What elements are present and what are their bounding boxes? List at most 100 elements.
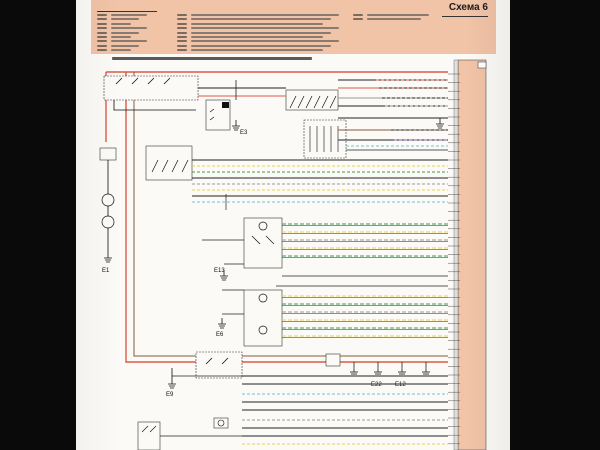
connector-pins <box>448 73 460 445</box>
ground-label-e13: E13 <box>214 268 225 274</box>
scheme-title: Схема 6 <box>448 2 488 13</box>
legend-text-line <box>367 18 421 21</box>
relay-contact-mid <box>171 159 179 173</box>
legend-underline <box>97 11 157 12</box>
legend-number <box>97 40 107 43</box>
legend-number <box>177 27 187 30</box>
scheme-title-underline <box>442 16 488 17</box>
legend-number <box>177 22 187 25</box>
fuse-bank-contact <box>289 95 297 109</box>
relay-contact-mid <box>151 159 159 173</box>
switch-circle-left-2 <box>101 215 115 229</box>
legend-text-line <box>111 14 147 16</box>
legend-panel: Схема 6 <box>91 0 496 54</box>
legend-text-line <box>367 14 429 16</box>
ground-label-e3: E3 <box>240 130 248 136</box>
fuse-bank-contact <box>305 95 313 109</box>
ground-symbol-e9 <box>218 323 226 329</box>
legend-text-line <box>111 36 131 38</box>
legend-number <box>97 49 107 52</box>
connector-strip-edge <box>453 59 459 450</box>
fuse-bank-lower-contacts <box>309 126 339 152</box>
ground-symbol-e6 <box>168 383 176 389</box>
fuse-bank-contact <box>329 95 337 109</box>
legend-number <box>97 22 107 25</box>
legend-text-line <box>111 31 139 34</box>
ground-label-right: E22 <box>371 382 382 388</box>
fuse-bank-top <box>285 89 339 111</box>
legend-number <box>97 36 107 38</box>
legend-text-line <box>111 40 147 43</box>
legend-text-line <box>191 18 331 21</box>
switch-bottom-left <box>137 421 161 450</box>
ground-label-e6: E9 <box>166 392 174 398</box>
legend-text-line <box>191 14 339 16</box>
legend-number <box>177 40 187 43</box>
legend-number <box>97 14 107 16</box>
relay-contact-mid <box>161 159 169 173</box>
legend-text-line <box>111 44 139 47</box>
connector-strip <box>457 59 487 450</box>
relay-contact-mid <box>181 159 189 173</box>
top-wire-group <box>198 79 448 151</box>
legend-text-line <box>191 27 339 30</box>
ground-label-e9: E6 <box>216 332 224 338</box>
relay-lower-left <box>195 351 243 379</box>
legend-number <box>177 18 187 21</box>
legend-number <box>97 27 107 30</box>
legend-text-line <box>111 49 131 52</box>
wire-relay-out <box>113 100 196 111</box>
legend-text-line <box>191 44 331 47</box>
legend-number <box>353 14 363 16</box>
legend-number <box>97 44 107 47</box>
block-caption <box>112 57 312 60</box>
central-lock-relay <box>145 145 193 181</box>
legend-number <box>353 18 363 21</box>
legend-text-line <box>191 40 339 43</box>
fuse-bank-contact <box>297 95 305 109</box>
legend-text-line <box>111 27 147 30</box>
fuse-bank-contact <box>313 95 321 109</box>
legend-number <box>177 14 187 16</box>
legend-text-line <box>191 49 323 52</box>
switch-block-marker <box>222 102 229 108</box>
wire-red-left-loop <box>125 72 448 363</box>
motor-icon-lower-2 <box>258 325 268 335</box>
motor-upper-wires <box>202 223 448 277</box>
relay-lower-contacts <box>205 357 229 365</box>
central-lock-relay-contacts <box>151 159 189 173</box>
diagram-page: Схема 6 E3 <box>76 0 510 450</box>
relay-module-top <box>103 75 199 101</box>
motor-icon-lower <box>258 293 268 303</box>
motor-switches-upper <box>251 235 275 245</box>
motor-lower-wires <box>222 285 448 338</box>
legend-number <box>97 18 107 21</box>
fuse-bank-contacts <box>289 95 337 109</box>
ground-label-right: E12 <box>395 382 406 388</box>
ground-symbol-top-right <box>436 123 444 129</box>
switch-contacts <box>209 108 215 121</box>
fuse-bank-bottom <box>303 119 347 159</box>
component-block-left <box>99 147 117 161</box>
legend-number <box>177 36 187 38</box>
fuse-bank-contact <box>321 95 329 109</box>
mid-wire-group <box>192 159 448 210</box>
ground-symbol-e3 <box>232 125 240 131</box>
wiring-schematic: E3 E1 E13 E6 <box>99 59 487 450</box>
legend-text-line <box>111 18 139 21</box>
legend-text-line <box>111 22 131 25</box>
legend-text-line <box>191 31 331 34</box>
motor-icon-upper <box>258 221 268 231</box>
switch-circle-left-1 <box>101 193 115 207</box>
connector-box-right <box>325 353 341 367</box>
ground-symbol-e1 <box>104 257 112 263</box>
lower-wire-group <box>134 355 448 445</box>
relay-contacts <box>115 77 171 85</box>
legend-number <box>177 31 187 34</box>
legend-number <box>177 49 187 52</box>
switch-bottom-left-contacts <box>141 425 157 433</box>
legend-number <box>97 31 107 34</box>
ground-symbol-e13 <box>220 275 228 281</box>
ground-label-e1: E1 <box>102 268 110 274</box>
connector-id-box <box>477 61 487 69</box>
